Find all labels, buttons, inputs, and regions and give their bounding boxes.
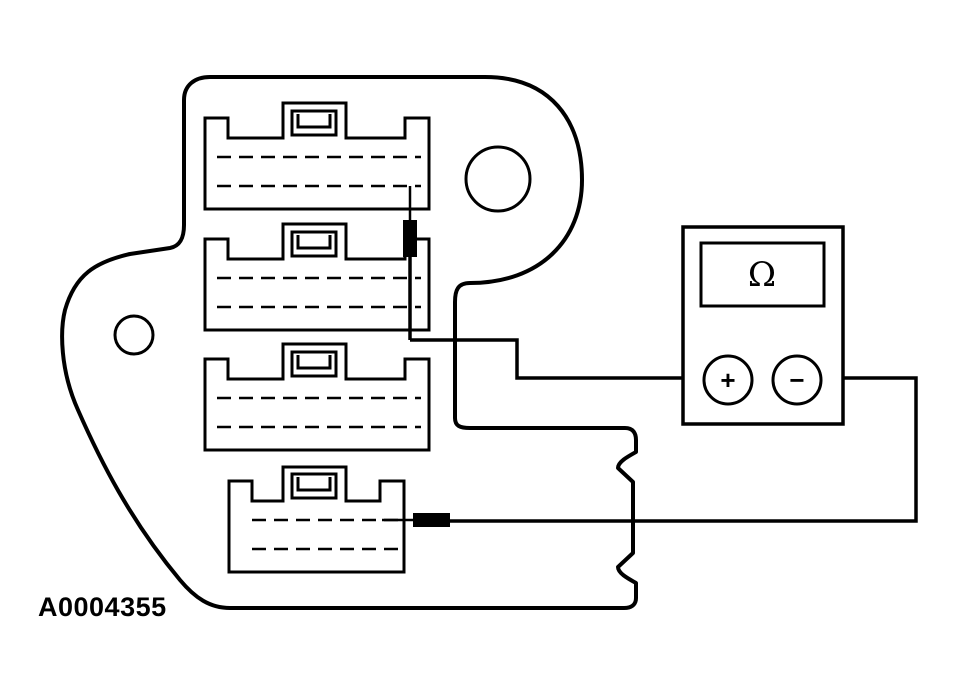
positive-terminal <box>702 354 754 406</box>
negative-probe-lead <box>382 376 918 523</box>
positive-probe-tip <box>403 220 417 257</box>
ohm-symbol: Ω <box>748 255 776 295</box>
negative-probe-tip <box>413 513 450 527</box>
module-housing <box>60 75 638 610</box>
negative-terminal-symbol: − <box>789 365 804 395</box>
ohmmeter: Ω + − <box>681 225 845 426</box>
mounting-hole-right <box>464 145 532 213</box>
negative-terminal <box>771 354 823 406</box>
connector-4 <box>227 465 406 574</box>
mounting-hole-left <box>113 314 155 356</box>
meter-display <box>699 241 826 308</box>
figure-id-label: A0004355 <box>38 592 167 622</box>
connector-1 <box>203 101 431 211</box>
positive-terminal-symbol: + <box>720 365 735 395</box>
connector-2 <box>203 222 431 332</box>
positive-probe-lead <box>408 186 704 380</box>
connector-3 <box>203 342 431 452</box>
